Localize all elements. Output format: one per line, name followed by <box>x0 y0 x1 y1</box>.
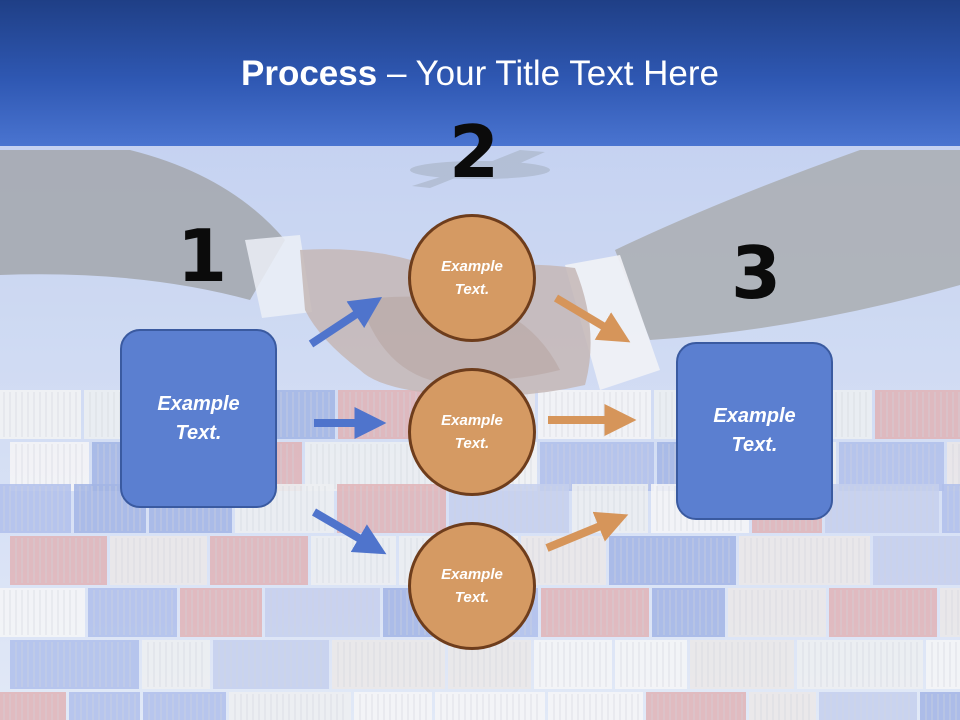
right-box[interactable]: Example Text. <box>676 342 833 520</box>
left-box-text: Example Text. <box>157 392 240 444</box>
step-number-3: 3 <box>731 231 782 315</box>
arrow-left-to-top <box>308 297 383 348</box>
circle-bottom-text: Example Text. <box>441 566 503 606</box>
circle-bottom[interactable]: Example Text. <box>408 522 536 650</box>
step-number-1: 1 <box>177 214 228 298</box>
slide-title: Process – Your Title Text Here <box>0 50 960 98</box>
title-rest: – Your Title Text Here <box>377 54 719 93</box>
step-number-2: 2 <box>449 110 500 194</box>
title-banner: Process – Your Title Text Here <box>0 0 960 146</box>
arrow-bottom-to-right <box>545 511 629 552</box>
title-bold: Process <box>241 54 378 93</box>
arrow-left-to-bottom <box>311 508 387 555</box>
arrow-top-to-right <box>553 294 631 343</box>
circle-middle[interactable]: Example Text. <box>408 368 536 496</box>
right-box-text: Example Text. <box>713 405 796 456</box>
circle-top[interactable]: Example Text. <box>408 214 536 342</box>
left-box[interactable]: Example Text. <box>120 329 277 508</box>
circle-top-text: Example Text. <box>441 258 503 298</box>
circle-middle-text: Example Text. <box>441 412 503 452</box>
